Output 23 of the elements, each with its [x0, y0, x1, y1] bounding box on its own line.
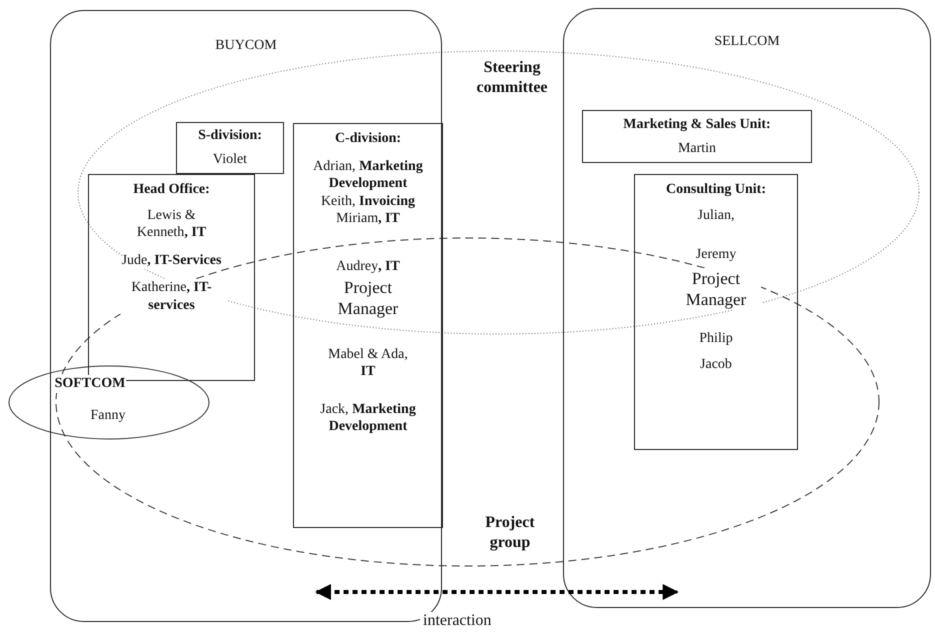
member-text: Katherine, IT-services	[116, 279, 226, 314]
unit-heading: Marketing & Sales Unit:	[623, 116, 771, 134]
unit-box	[634, 174, 798, 450]
member-text: Julian,	[698, 206, 734, 224]
company-ellipse	[8, 365, 210, 440]
member-text: Jeremy	[696, 246, 736, 264]
unit-heading: Project group	[484, 513, 536, 553]
double-arrow	[314, 584, 679, 600]
member-text: Philip	[699, 330, 733, 348]
unit-box	[582, 110, 812, 163]
member-text: Keith, Invoicing	[320, 192, 416, 210]
group-ellipse	[55, 237, 880, 567]
unit-box	[293, 123, 443, 528]
company-name: BUYCOM	[215, 37, 277, 54]
member-text: Audrey, IT	[336, 258, 400, 275]
unit-heading: Steering committee	[475, 58, 549, 98]
unit-heading: Consulting Unit:	[666, 181, 766, 198]
unit-heading: SOFTCOM	[54, 375, 126, 392]
member-text: Fanny	[90, 407, 126, 424]
company-name: SELLCOM	[714, 33, 780, 50]
unit-box	[176, 122, 284, 174]
member-text: Miriam, IT	[336, 210, 400, 228]
member-text: Jude, IT-Services	[122, 252, 222, 269]
